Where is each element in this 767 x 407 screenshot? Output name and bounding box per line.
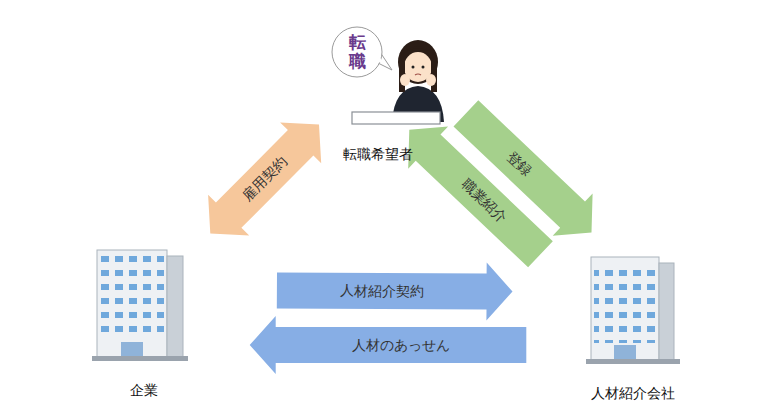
ellipse-node: 企業 — [15, 228, 273, 399]
building-icon — [586, 257, 680, 364]
ellipse-node: 転職希望者 — [258, 2, 498, 163]
ellipse-shape — [15, 228, 273, 372]
block-arrow — [277, 262, 513, 320]
ellipse-shape — [515, 232, 751, 382]
speech-bubble — [332, 27, 392, 77]
block-arrow — [208, 122, 321, 235]
bubble-text: 転職 — [349, 33, 366, 70]
node-label: 人材紹介会社 — [515, 385, 751, 402]
block-arrow — [250, 316, 527, 374]
building-icon — [92, 250, 188, 361]
arrow-label: 人材のあっせん — [352, 337, 450, 354]
ellipse-shape — [258, 2, 498, 128]
block-arrow — [408, 127, 553, 268]
arrow-label: 人材紹介契約 — [340, 282, 424, 299]
node-label: 転職希望者 — [258, 146, 498, 163]
node-label: 企業 — [15, 382, 273, 399]
ellipse-node: 人材紹介会社 — [515, 232, 751, 402]
